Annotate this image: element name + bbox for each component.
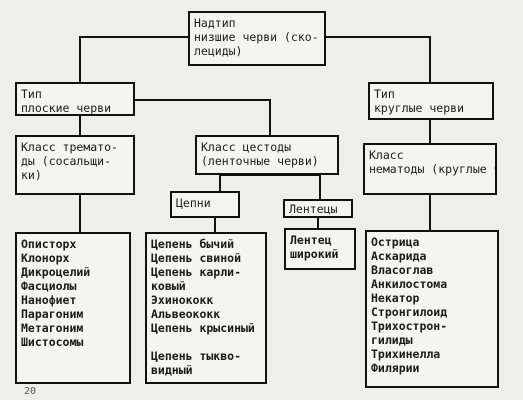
box-line: Цепень свиной	[151, 251, 242, 265]
box-line: гилиды	[371, 333, 413, 347]
box-line: ды (сосальщи-	[21, 154, 112, 168]
lentets-order-box: Лентецы	[283, 199, 353, 218]
box-line: Филярии	[371, 361, 420, 375]
box-line: Метагоним	[21, 321, 84, 335]
tapeworms-order-box: Цепни	[170, 191, 240, 218]
box-line: (ленточные черви)	[201, 154, 319, 168]
box-line: Шистосомы	[21, 335, 84, 349]
box-line: Лентецы	[289, 202, 338, 216]
box-line	[151, 335, 261, 349]
box-line: Трихинелла	[371, 347, 441, 361]
box-line: Аскарида	[371, 249, 427, 263]
box-line: нематоды (круглые черви)	[369, 162, 495, 176]
box-line: Класс цестоды	[201, 140, 292, 154]
box-line: Цепни	[176, 196, 211, 210]
box-line: ки)	[21, 168, 42, 182]
box-line: Острица	[371, 235, 420, 249]
connector-supertype-branches	[79, 36, 431, 82]
box-line: Парагоним	[21, 307, 84, 321]
trematodes-class-box: Класс тремато-ды (сосальщи-ки)	[15, 135, 135, 195]
box-line: лециды)	[194, 44, 243, 58]
box-line: низшие черви (ско-	[194, 30, 319, 44]
box-line: Класс тремато-	[21, 140, 118, 154]
box-line: ковый	[151, 279, 186, 293]
box-line: Клонорх	[21, 251, 70, 265]
box-line: Дикроцелий	[21, 265, 91, 279]
box-line: широкий	[290, 247, 339, 261]
box-line: Цепень крысиный	[151, 321, 255, 335]
box-line: Тип	[374, 87, 395, 101]
box-line: Альвеококк	[151, 307, 221, 321]
box-line: Цепень тыкво-	[151, 349, 242, 363]
box-line: Власоглав	[371, 263, 434, 277]
connector-cestodes-orders	[219, 174, 321, 199]
box-line: Трихострон-	[371, 319, 448, 333]
box-line: Надтип	[194, 16, 236, 30]
box-line: Тип	[21, 87, 42, 101]
cestodes-class-box: Класс цестоды(ленточные черви)	[195, 135, 339, 175]
box-line: Цепень карли-	[151, 265, 242, 279]
box-line: видный	[151, 363, 193, 377]
box-line: Лентец	[290, 233, 332, 247]
box-line: Нанофиет	[21, 293, 77, 307]
box-line: Анкилостома	[371, 277, 448, 291]
box-line: Стронгилоид	[371, 305, 448, 319]
box-line: круглые черви	[374, 101, 465, 115]
box-line: Эхинококк	[151, 293, 214, 307]
box-line: Некатор	[371, 291, 420, 305]
page-number: 20	[24, 386, 37, 397]
box-line: Описторх	[21, 237, 77, 251]
box-line: Фасциолы	[21, 279, 77, 293]
box-line: Класс	[369, 148, 404, 162]
box-line: плоские черви	[21, 101, 112, 115]
box-line: Цепень бычий	[151, 237, 235, 251]
connector-flatworms-classes	[79, 99, 271, 135]
